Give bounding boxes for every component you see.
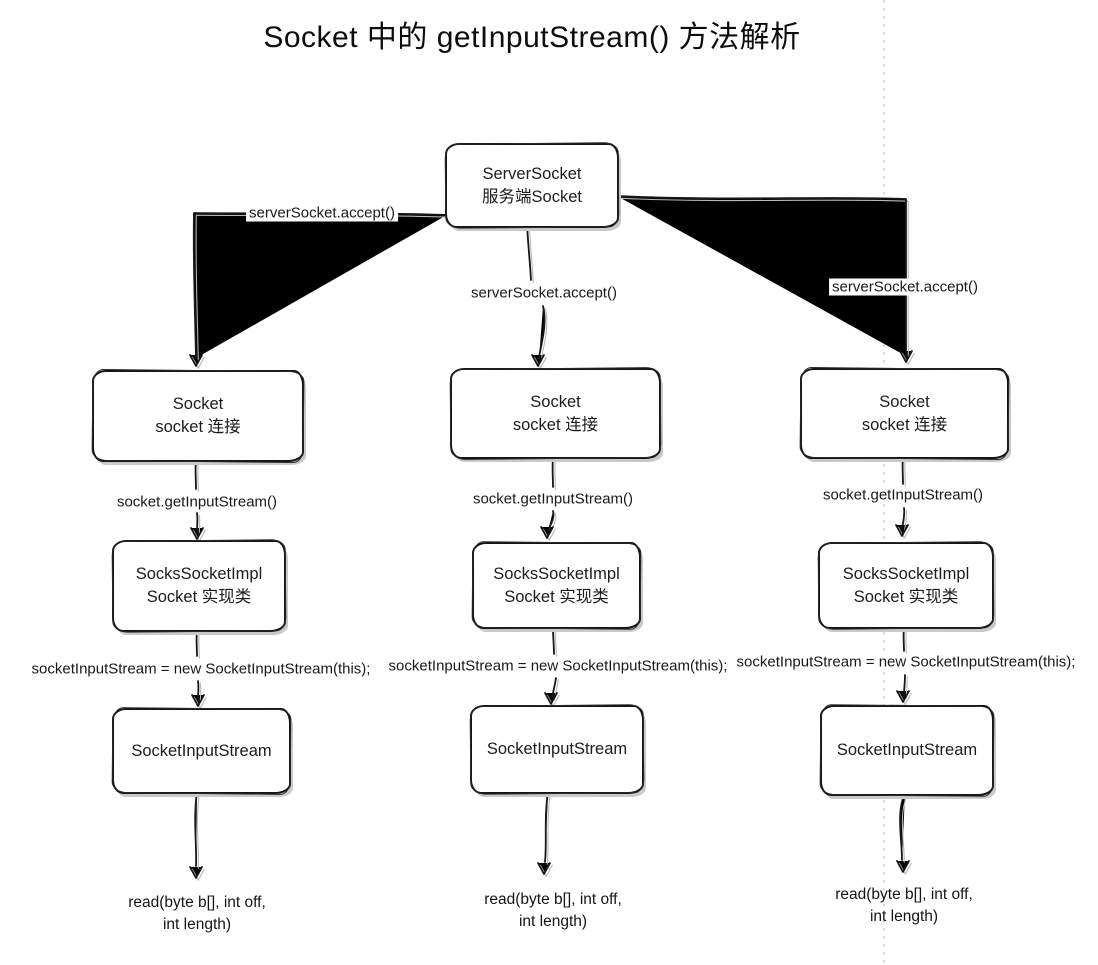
edge-label-read-right: read(byte b[], int off, int length) [835,884,973,928]
edge-label-newstream-right: socketInputStream = new SocketInputStrea… [733,653,1079,671]
node-impl-middle-line2: Socket 实现类 [504,587,609,606]
node-serversocket-line1: ServerSocket [482,164,582,183]
node-impl-left-line2: Socket 实现类 [146,588,252,606]
read-right-line2: int length) [869,908,939,925]
node-sockssocketimpl-left: SocksSocketImpl Socket 实现类 [112,540,286,632]
node-socket-right: Socket socket 连接 [800,368,1009,459]
node-socket-left-line2: socket 连接 [155,418,241,436]
edge-label-newstream-middle: socketInputStream = new SocketInputStrea… [385,657,731,675]
edge-label-getinputstream-right: socket.getInputStream() [819,486,987,504]
node-socket-left: Socket socket 连接 [92,370,304,462]
node-socket-right-line1: Socket [879,392,930,411]
read-right-line1: read(byte b[], int off, [835,886,973,903]
node-stream-middle-label: SocketInputStream [486,740,628,759]
node-socket-middle-line1: Socket [530,392,581,411]
node-socket-left-line1: Socket [172,395,224,414]
edge-label-getinputstream-middle: socket.getInputStream() [469,490,637,508]
edge-label-accept-left: serverSocket.accept() [246,204,398,222]
node-socket-right-line2: socket 连接 [861,415,948,434]
node-socketinputstream-right: SocketInputStream [820,705,994,796]
read-left-line1: read(byte b[], int off, [128,894,266,911]
node-socket-middle: Socket socket 连接 [450,368,661,459]
node-socket-middle-line2: socket 连接 [512,415,599,434]
node-impl-right-line1: SocksSocketImpl [842,564,970,583]
node-socketinputstream-middle: SocketInputStream [470,705,644,794]
edge-label-accept-middle: serverSocket.accept() [468,284,620,302]
edge-label-accept-right: serverSocket.accept() [829,278,981,296]
read-middle-line2: int length) [518,913,588,930]
node-impl-left-line1: SocksSocketImpl [135,565,263,584]
node-sockssocketimpl-middle: SocksSocketImpl Socket 实现类 [472,542,641,629]
edge-label-newstream-left: socketInputStream = new SocketInputStrea… [28,660,374,678]
read-middle-line1: read(byte b[], int off, [484,891,622,908]
node-serversocket: ServerSocket 服务端Socket [445,143,619,228]
edge-label-read-middle: read(byte b[], int off, int length) [484,889,622,933]
node-stream-left-label: SocketInputStream [131,741,272,760]
edge-label-read-left: read(byte b[], int off, int length) [128,892,266,936]
node-stream-right-label: SocketInputStream [836,741,978,760]
node-impl-middle-line1: SocksSocketImpl [493,564,620,583]
node-serversocket-line2: 服务端Socket [482,187,582,206]
read-left-line2: int length) [162,916,232,933]
node-socketinputstream-left: SocketInputStream [112,708,291,794]
node-sockssocketimpl-right: SocksSocketImpl Socket 实现类 [818,542,994,629]
edge-label-getinputstream-left: socket.getInputStream() [113,493,281,511]
node-impl-right-line2: Socket 实现类 [853,587,959,606]
page-title: Socket 中的 getInputStream() 方法解析 [263,21,801,54]
